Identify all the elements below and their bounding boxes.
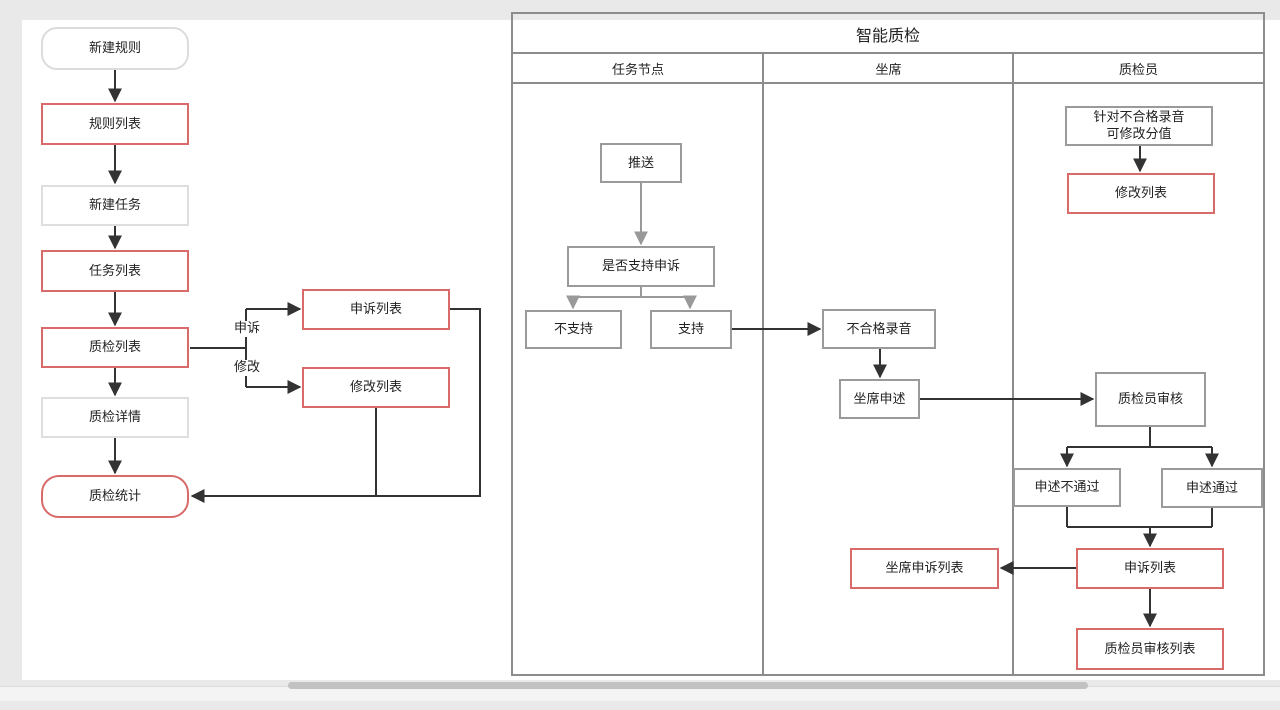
lane-header-inspector: 质检员	[1118, 63, 1158, 78]
swimlane-title: 智能质检	[855, 25, 920, 45]
cross-lane-connectors	[732, 146, 1219, 628]
inspector-modify-list-node[interactable]: 修改列表	[1067, 173, 1215, 214]
unqualified-recording-node[interactable]: 不合格录音	[822, 309, 936, 349]
edge-label-appeal: 申诉	[233, 321, 262, 337]
lane-header-task-node: 任务节点	[611, 63, 664, 78]
inspector-review-node[interactable]: 质检员审核	[1095, 372, 1206, 427]
edge-label-modify: 修改	[233, 360, 262, 376]
qc-stats-node[interactable]: 质检统计	[41, 475, 189, 518]
new-rule-node[interactable]: 新建规则	[41, 27, 189, 70]
agent-appeal-list-node[interactable]: 坐席申诉列表	[850, 548, 999, 589]
appeal-passed-node[interactable]: 申述通过	[1161, 468, 1263, 508]
not-support-node[interactable]: 不支持	[525, 310, 622, 349]
rule-list-node[interactable]: 规则列表	[41, 103, 189, 145]
task-lane-connectors	[566, 183, 697, 310]
swimlane-frame	[511, 12, 1265, 676]
supports-appeal-node[interactable]: 是否支持申诉	[567, 246, 715, 287]
modify-list-node[interactable]: 修改列表	[302, 367, 450, 408]
modify-score-note-line2: 可修改分值	[1106, 127, 1172, 142]
push-node[interactable]: 推送	[600, 143, 682, 183]
appeal-list-node[interactable]: 申诉列表	[302, 289, 450, 330]
agent-appeal-node[interactable]: 坐席申述	[839, 379, 920, 419]
horizontal-scrollbar-thumb[interactable]	[288, 682, 1088, 689]
inspector-appeal-list-node[interactable]: 申诉列表	[1076, 548, 1224, 589]
qc-list-node[interactable]: 质检列表	[41, 327, 189, 368]
inspector-review-list-node[interactable]: 质检员审核列表	[1076, 628, 1224, 670]
lane-header-agent: 坐席	[875, 63, 902, 78]
left-flow-connectors	[108, 70, 481, 503]
qc-detail-node[interactable]: 质检详情	[41, 397, 189, 438]
task-list-node[interactable]: 任务列表	[41, 250, 189, 292]
support-node[interactable]: 支持	[650, 310, 732, 349]
modify-score-note-line1: 针对不合格录音	[1093, 110, 1185, 125]
appeal-rejected-node[interactable]: 申述不通过	[1013, 468, 1121, 507]
modify-score-note-node[interactable]: 针对不合格录音 可修改分值	[1065, 106, 1213, 146]
new-task-node[interactable]: 新建任务	[41, 185, 189, 226]
